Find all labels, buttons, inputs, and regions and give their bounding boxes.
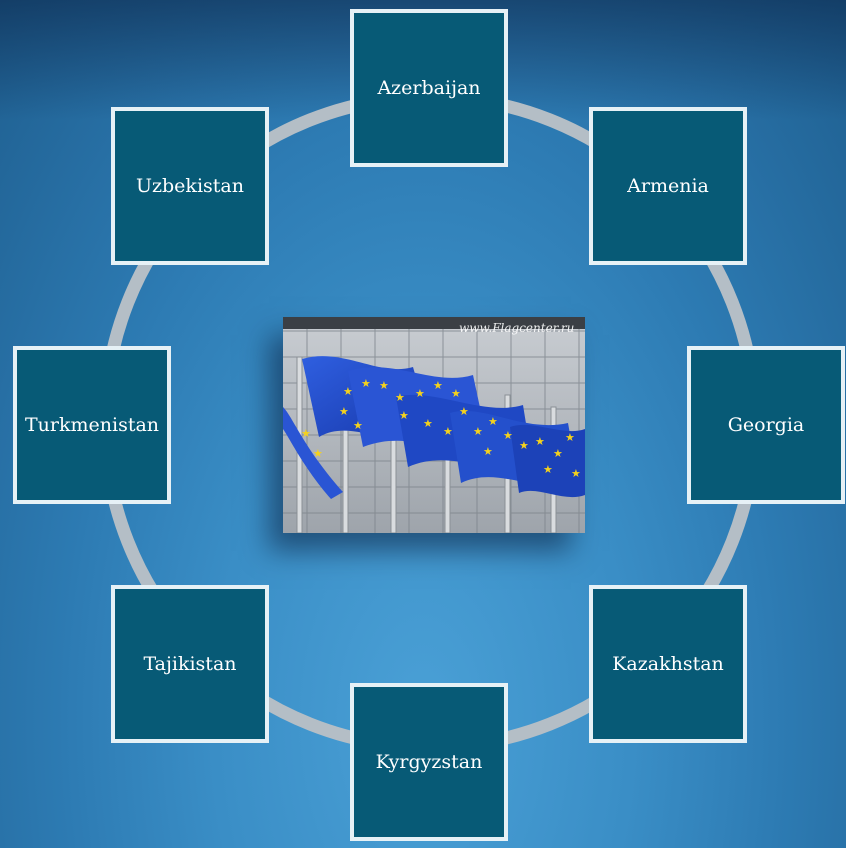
svg-text:★: ★	[451, 387, 461, 400]
svg-text:★: ★	[339, 405, 349, 418]
eu-flags-photo: ★ ★ ★ ★ ★ ★ ★ ★ ★ ★ ★ ★ ★ ★ ★ ★ ★ ★ ★ ★ …	[283, 317, 585, 533]
svg-text:★: ★	[433, 379, 443, 392]
svg-text:★: ★	[343, 385, 353, 398]
svg-text:★: ★	[553, 447, 563, 460]
node-azerbaijan: Azerbaijan	[350, 9, 508, 167]
svg-text:★: ★	[415, 387, 425, 400]
svg-text:★: ★	[459, 405, 469, 418]
photo-watermark: www.Flagcenter.ru	[459, 321, 574, 335]
svg-text:★: ★	[379, 379, 389, 392]
svg-text:★: ★	[313, 447, 323, 460]
svg-text:★: ★	[503, 429, 513, 442]
node-label: Tajikistan	[143, 653, 237, 675]
node-label: Georgia	[727, 414, 805, 436]
node-georgia: Georgia	[687, 346, 845, 504]
svg-text:★: ★	[519, 439, 529, 452]
node-label: Turkmenistan	[24, 414, 160, 436]
node-uzbekistan: Uzbekistan	[111, 107, 269, 265]
node-armenia: Armenia	[589, 107, 747, 265]
node-label: Armenia	[627, 175, 709, 197]
svg-text:★: ★	[543, 463, 553, 476]
node-label: Uzbekistan	[136, 175, 244, 197]
node-label: Azerbaijan	[377, 77, 481, 99]
node-label: Kazakhstan	[612, 653, 724, 675]
node-kazakhstan: Kazakhstan	[589, 585, 747, 743]
svg-text:★: ★	[483, 445, 493, 458]
svg-text:★: ★	[443, 425, 453, 438]
svg-text:★: ★	[423, 417, 433, 430]
node-turkmenistan: Turkmenistan	[13, 346, 171, 504]
svg-text:★: ★	[565, 431, 575, 444]
svg-text:★: ★	[395, 391, 405, 404]
node-kyrgyzstan: Kyrgyzstan	[350, 683, 508, 841]
svg-text:★: ★	[473, 425, 483, 438]
svg-text:★: ★	[535, 435, 545, 448]
svg-text:★: ★	[488, 415, 498, 428]
svg-text:★: ★	[361, 377, 371, 390]
node-label: Kyrgyzstan	[375, 751, 483, 773]
svg-text:★: ★	[571, 467, 581, 480]
svg-text:★: ★	[353, 419, 363, 432]
svg-text:★: ★	[399, 409, 409, 422]
node-tajikistan: Tajikistan	[111, 585, 269, 743]
svg-text:★: ★	[301, 427, 311, 440]
